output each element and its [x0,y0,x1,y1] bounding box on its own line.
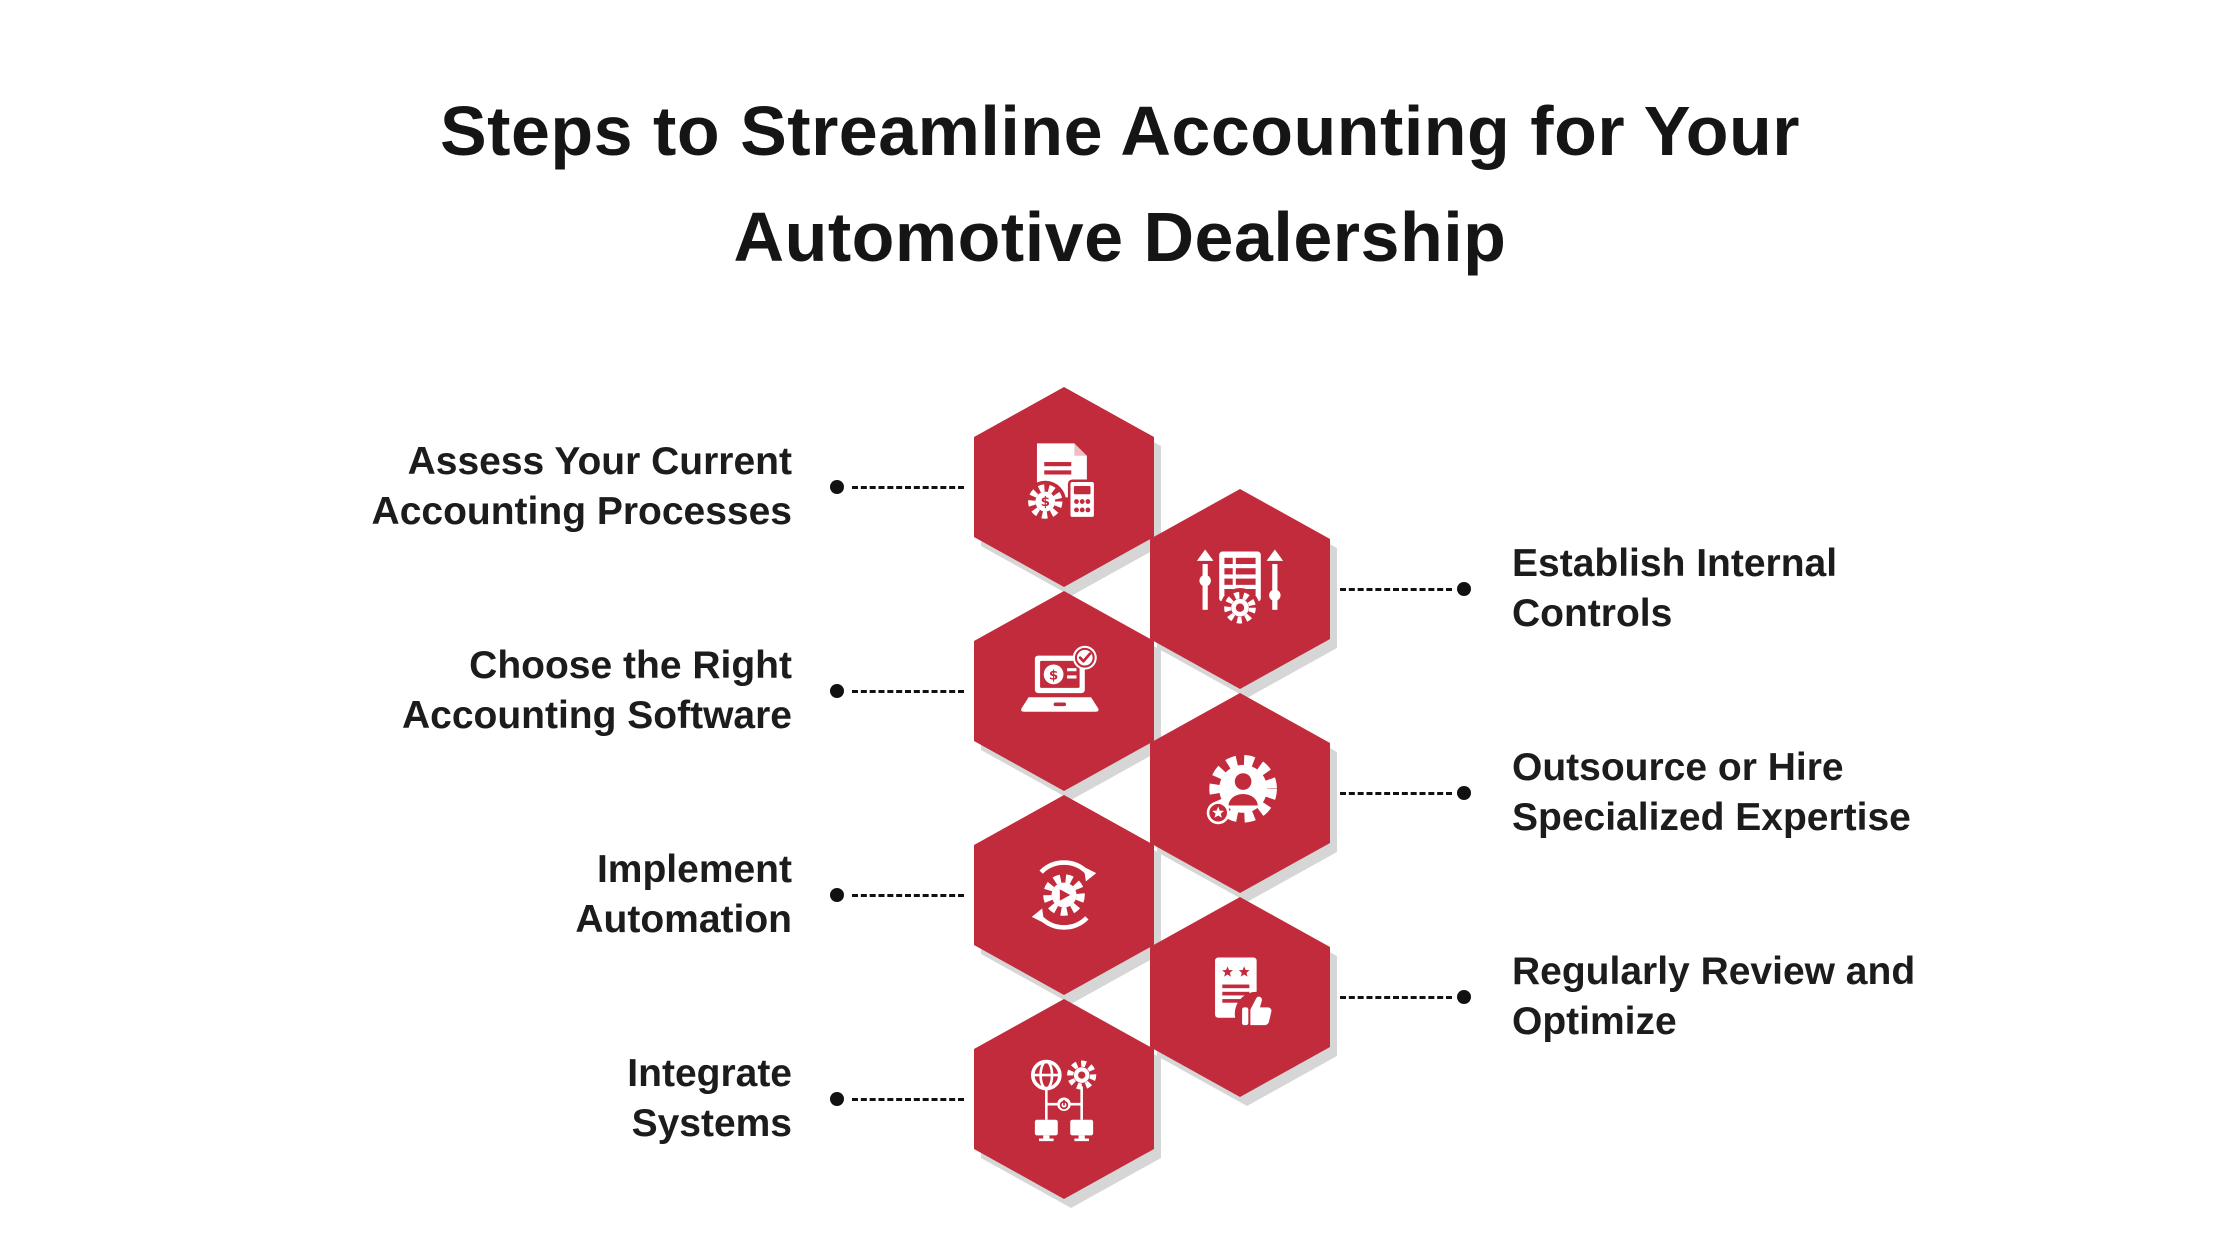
step-label-line: Controls [1512,592,1673,635]
step-label-line: Outsource or Hire [1512,746,1844,790]
hexagon-integrate-systems [974,999,1154,1199]
step-label-line: Choose the Right [469,644,792,688]
gear-play-sync-arrows-icon [1031,860,1097,930]
connector-dot [1457,786,1471,800]
page-title: Steps to Streamline Accounting for Your … [0,78,2240,291]
globe-gear-network-icon [1030,1059,1097,1142]
step-label-line: Specialized Expertise [1512,796,1911,839]
svg-text:$: $ [1049,668,1058,684]
hexagon-review-optimize [1150,897,1330,1097]
step-label-line: Automation [575,898,792,941]
connector-dot [830,480,844,494]
connector-line [1340,996,1452,999]
connector-dot [830,888,844,902]
hexagon-automation [974,795,1154,995]
connector-dot [830,1092,844,1106]
step-label-line: Integrate [627,1052,792,1096]
connector-dot [1457,990,1471,1004]
step-label-review-optimize: Regularly Review and Optimize [1512,947,1915,1047]
connector-line [1340,588,1452,591]
connector-line [1340,792,1452,795]
laptop-dollar-checkmark-icon: $ [1021,645,1099,712]
connector-line [852,894,964,897]
hexagon-choose-software: $ [974,591,1154,791]
step-label-line: Assess Your Current [407,440,792,484]
hexagon-shape: $ [974,591,1154,791]
svg-text:$: $ [1041,494,1050,510]
step-label-choose-software: Choose the Right Accounting Software [402,641,792,741]
page-title-line2: Automotive Dealership [733,198,1507,277]
step-label-line: Regularly Review and [1512,950,1916,994]
step-label-line: Systems [631,1102,792,1145]
hexagon-shape: $ [974,387,1154,587]
document-stars-thumbs-up-icon [1215,957,1279,1036]
connector-line [852,486,964,489]
hexagon-shape [1150,693,1330,893]
connector-dot [830,684,844,698]
step-label-outsource: Outsource or Hire Specialized Expertise [1512,743,1911,843]
step-label-line: Implement [596,848,792,892]
step-label-line: Optimize [1512,1000,1677,1043]
step-label-assess: Assess Your Current Accounting Processes [372,437,792,537]
hexagon-assess: $ [974,387,1154,587]
connector-line [852,1098,964,1101]
step-label-line: Accounting Software [401,694,792,737]
step-label-integrate-systems: Integrate Systems [627,1049,792,1149]
hexagon-shape [1150,897,1330,1097]
document-gear-calculator-icon: $ [1024,443,1097,523]
hexagon-shape [1150,489,1330,689]
audit-list-gear-controls-icon [1196,549,1284,628]
connector-dot [1457,582,1471,596]
step-label-establish-controls: Establish Internal Controls [1512,539,1837,639]
step-label-automation: Implement Automation [575,845,792,945]
step-label-line: Establish Internal [1512,542,1838,586]
page-title-line1: Steps to Streamline Accounting for Your [439,92,1801,170]
gear-person-star-icon [1206,755,1277,825]
hexagon-outsource [1150,693,1330,893]
hexagon-establish-controls [1150,489,1330,689]
hexagon-shape [974,795,1154,995]
connector-line [852,690,964,693]
step-label-line: Accounting Processes [371,490,792,533]
hexagon-shape [974,999,1154,1199]
